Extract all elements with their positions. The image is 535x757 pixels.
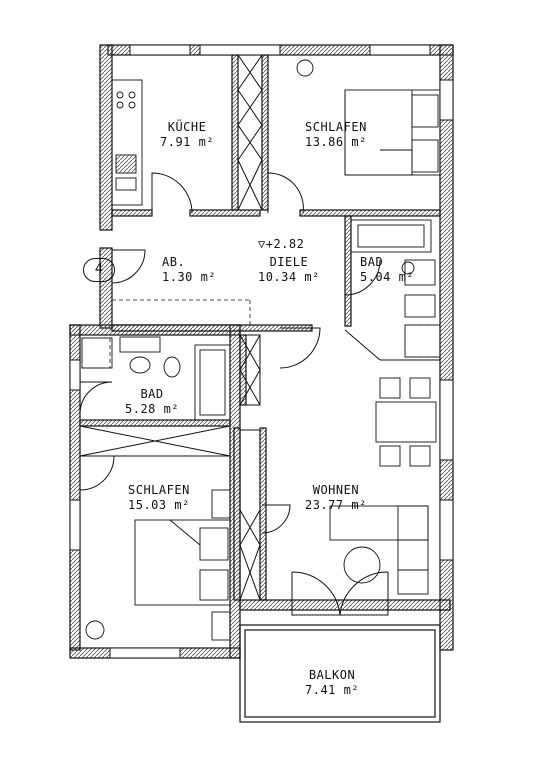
room-name: BAD (360, 255, 384, 269)
room-label-diele: DIELE 10.34 m² (258, 255, 320, 285)
room-label-wohnen: WOHNEN 23.77 m² (305, 483, 367, 513)
room-label-schlafen-1: SCHLAFEN 13.86 m² (305, 120, 367, 150)
shafts (79, 54, 263, 601)
room-area: 13.86 m² (305, 135, 367, 149)
windows (69, 44, 454, 659)
room-name: SCHLAFEN (128, 483, 190, 497)
level-marker: ▽+2.82 (258, 237, 305, 251)
balcony (239, 624, 441, 723)
room-label-bad-1: BAD 5.04 m² (360, 255, 414, 285)
unit-marker: 4 (83, 258, 115, 282)
room-label-balkon: BALKON 7.41 m² (305, 668, 359, 698)
room-area: 7.91 m² (160, 135, 215, 149)
room-name: WOHNEN (312, 483, 360, 497)
room-name: BAD (140, 387, 164, 401)
furniture (81, 59, 441, 641)
room-label-schlafen-2: SCHLAFEN 15.03 m² (128, 483, 190, 513)
room-name: BALKON (308, 668, 356, 682)
room-area: 15.03 m² (128, 498, 190, 512)
room-name: DIELE (269, 255, 309, 269)
doors (79, 172, 440, 616)
room-label-kueche: KÜCHE 7.91 m² (160, 120, 214, 150)
room-label-abstell: AB. 1.30 m² (162, 255, 216, 285)
room-name: AB. (162, 255, 186, 269)
room-area: 23.77 m² (305, 498, 367, 512)
room-area: 10.34 m² (258, 270, 320, 284)
room-area: 5.04 m² (360, 270, 415, 284)
dashed-lines (81, 299, 441, 369)
exterior-walls (69, 44, 454, 659)
room-label-bad-2: BAD 5.28 m² (125, 387, 179, 417)
room-area: 7.41 m² (305, 683, 360, 697)
room-name: KÜCHE (167, 120, 207, 134)
room-area: 1.30 m² (162, 270, 217, 284)
room-area: 5.28 m² (125, 402, 180, 416)
room-name: SCHLAFEN (305, 120, 367, 134)
